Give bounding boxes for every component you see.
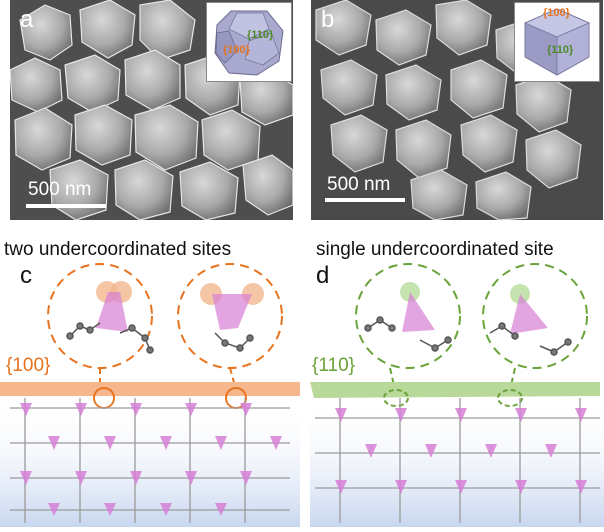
facet-label-100-b: {100}: [543, 7, 570, 19]
structure-diagram-d: {110}: [310, 258, 604, 527]
zoom-circle-d-right: [482, 263, 588, 369]
facet-label-100-a: {100}: [223, 44, 250, 56]
caption-c: two undercoordinated sites: [4, 239, 232, 260]
structure-diagram-c: {100}: [0, 258, 300, 527]
crystal-inset-a: {110} {100}: [206, 2, 292, 82]
surface-structure-c: [0, 263, 300, 527]
sem-image-a: a 500 nm {110} {100}: [10, 0, 293, 220]
sem-image-b: b 500 nm {100} {110}: [311, 0, 603, 220]
facet-label-110-b: {110}: [547, 44, 574, 56]
facet-label-110-a: {110}: [247, 29, 274, 41]
caption-d: single undercoordinated site: [316, 239, 554, 260]
cube-model: [524, 8, 590, 76]
surface-structure-d: [310, 263, 604, 527]
crystal-inset-b: {100} {110}: [514, 2, 600, 82]
scale-bar-a: [26, 204, 106, 208]
scale-bar-label-b: 500 nm: [327, 174, 391, 195]
surface-plane-100: [0, 382, 300, 396]
panel-letter-a: a: [20, 6, 34, 33]
plane-label-110: {110}: [312, 355, 355, 376]
panel-letter-b: b: [321, 6, 335, 33]
panel-letter-d: d: [316, 262, 330, 289]
zoom-circle-d-left: [355, 263, 461, 369]
scale-bar-label-a: 500 nm: [28, 179, 92, 200]
panel-letter-c: c: [20, 262, 32, 289]
surface-plane-110: [310, 382, 600, 398]
truncated-dodecahedron-model: [214, 10, 284, 76]
scale-bar-b: [325, 198, 405, 202]
plane-label-100: {100}: [6, 355, 51, 376]
